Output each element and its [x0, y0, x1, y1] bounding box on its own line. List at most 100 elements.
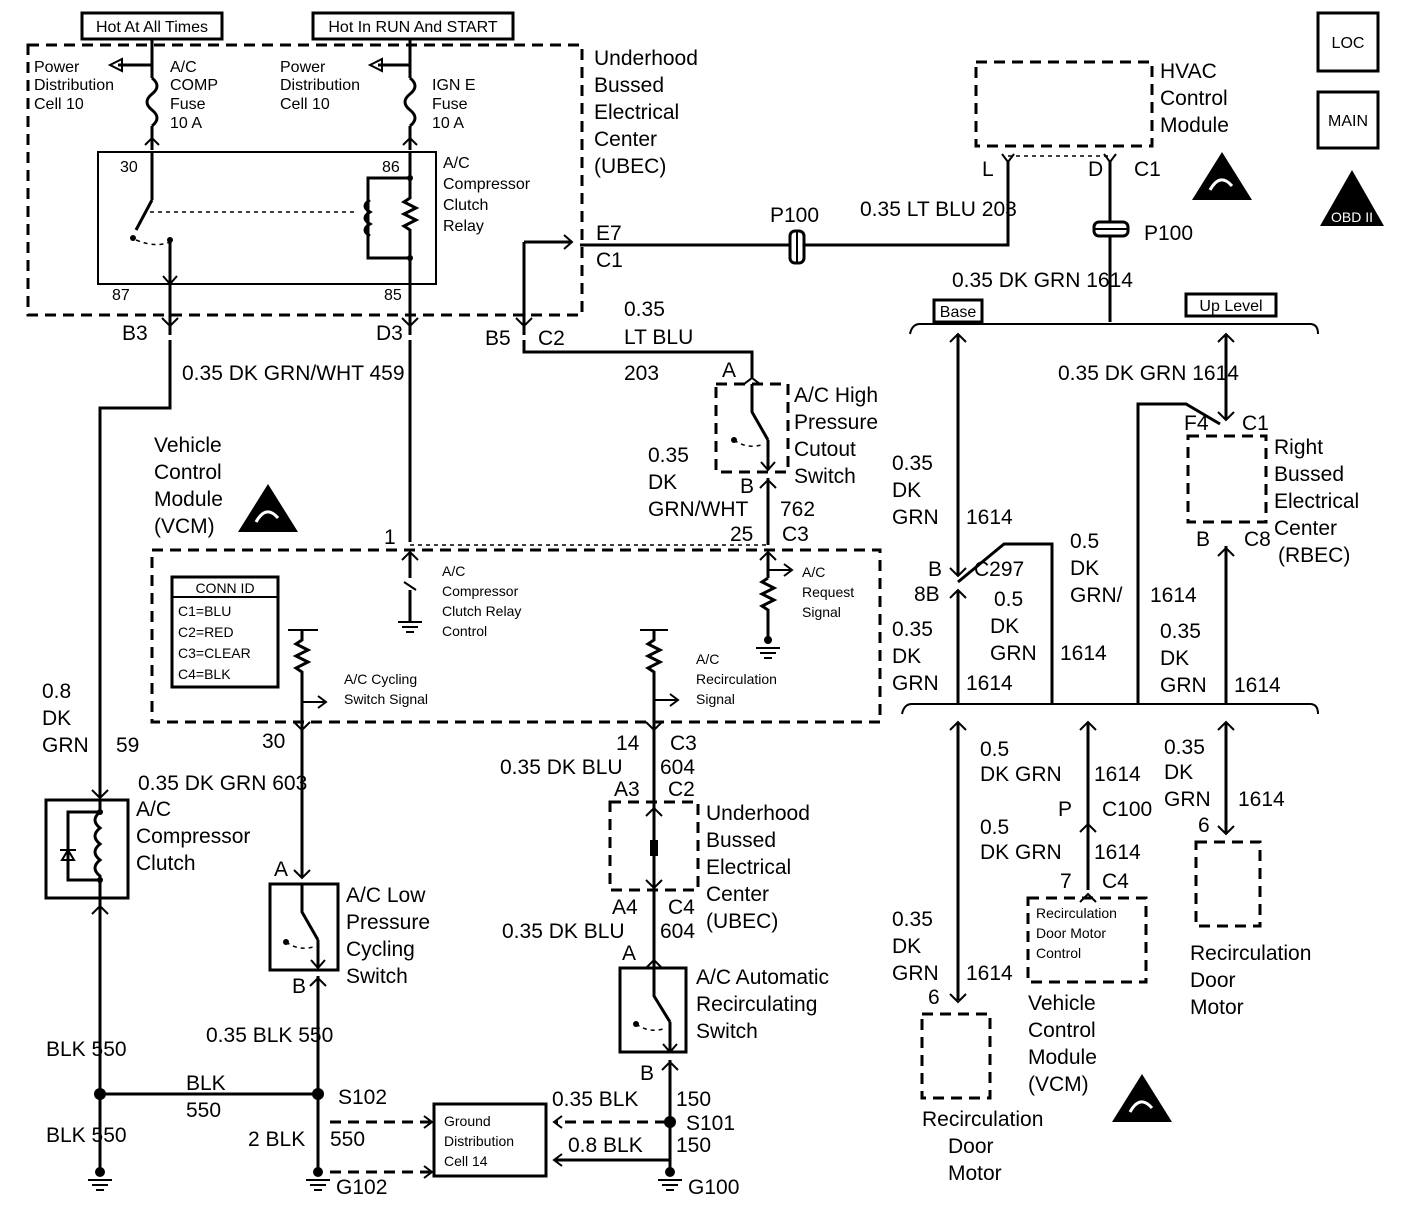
ground-left [88, 1167, 112, 1191]
svg-text:GRN/: GRN/ [1070, 584, 1123, 607]
svg-text:A: A [274, 858, 288, 881]
svg-text:604: 604 [660, 756, 695, 779]
hvac-control-module [974, 60, 1154, 148]
svg-text:1614: 1614 [1234, 674, 1281, 697]
svg-text:0.35 DK GRN 1614: 0.35 DK GRN 1614 [1058, 362, 1239, 385]
svg-text:Bussed: Bussed [1274, 463, 1344, 486]
svg-text:Control: Control [1160, 87, 1228, 110]
svg-text:DK: DK [892, 645, 921, 668]
esd-warning-icon-hvac [1192, 152, 1252, 200]
svg-text:2 BLK: 2 BLK [248, 1128, 305, 1151]
svg-text:C1: C1 [1134, 158, 1161, 181]
svg-text:Control: Control [442, 623, 487, 639]
svg-text:Door: Door [1190, 969, 1236, 992]
svg-text:0.35: 0.35 [648, 444, 689, 467]
svg-text:0.35: 0.35 [1164, 736, 1205, 759]
svg-text:C4: C4 [668, 896, 695, 919]
recirc-door-motor-control [1026, 896, 1148, 984]
svg-text:C3: C3 [670, 732, 697, 755]
svg-text:L: L [982, 158, 994, 181]
svg-text:G102: G102 [336, 1176, 387, 1199]
svg-text:0.35: 0.35 [892, 908, 933, 931]
svg-text:C2: C2 [538, 327, 565, 350]
svg-text:DK: DK [1070, 557, 1099, 580]
p100-connector-right [1092, 220, 1130, 238]
svg-text:OBD II: OBD II [1331, 209, 1373, 225]
svg-text:150: 150 [676, 1134, 711, 1157]
hot-in-run-tag: Hot In RUN And START [311, 11, 515, 41]
svg-text:0.35 DK GRN 603: 0.35 DK GRN 603 [138, 772, 307, 795]
svg-text:Recirculating: Recirculating [696, 993, 817, 1016]
svg-text:C2: C2 [668, 778, 695, 801]
svg-text:0.35 BLK 550: 0.35 BLK 550 [206, 1024, 333, 1047]
svg-text:GRN: GRN [1160, 674, 1207, 697]
svg-text:Door Motor: Door Motor [1036, 925, 1106, 941]
svg-text:25: 25 [730, 523, 753, 546]
svg-text:A/C: A/C [170, 59, 197, 76]
svg-text:87: 87 [112, 287, 130, 304]
svg-text:C1=BLU: C1=BLU [178, 603, 231, 619]
svg-text:0.35 LT BLU 203: 0.35 LT BLU 203 [860, 198, 1017, 221]
svg-text:DK: DK [42, 707, 71, 730]
svg-text:IGN E: IGN E [432, 77, 476, 94]
obd-ii-icon: OBD II [1320, 170, 1384, 226]
svg-text:0.35 DK BLU: 0.35 DK BLU [502, 920, 625, 943]
svg-text:Clutch Relay: Clutch Relay [442, 603, 521, 619]
svg-text:Switch Signal: Switch Signal [344, 691, 428, 707]
svg-text:A/C: A/C [802, 564, 825, 580]
svg-text:Pressure: Pressure [346, 911, 430, 934]
svg-text:LT BLU: LT BLU [624, 326, 693, 349]
svg-text:Center: Center [594, 128, 657, 151]
svg-text:Electrical: Electrical [594, 101, 679, 124]
svg-text:BLK 550: BLK 550 [46, 1038, 127, 1061]
svg-text:Base: Base [940, 304, 977, 321]
svg-text:0.35: 0.35 [1160, 620, 1201, 643]
svg-text:GRN: GRN [892, 672, 939, 695]
svg-text:Vehicle: Vehicle [154, 434, 222, 457]
svg-text:Pressure: Pressure [794, 411, 878, 434]
svg-text:762: 762 [780, 498, 815, 521]
svg-text:Cutout: Cutout [794, 438, 856, 461]
svg-text:CONN ID: CONN ID [195, 580, 254, 596]
svg-text:1614: 1614 [1060, 642, 1107, 665]
svg-text:Cell 10: Cell 10 [280, 96, 330, 113]
svg-text:0.35: 0.35 [892, 452, 933, 475]
svg-text:1614: 1614 [1094, 763, 1141, 786]
svg-text:Recirculation: Recirculation [1190, 942, 1311, 965]
svg-text:C4=BLK: C4=BLK [178, 666, 231, 682]
svg-text:Signal: Signal [802, 604, 841, 620]
svg-text:D3: D3 [376, 322, 403, 345]
svg-text:1614: 1614 [1150, 584, 1197, 607]
svg-text:DK: DK [990, 615, 1019, 638]
svg-text:MAIN: MAIN [1328, 113, 1368, 130]
svg-text:A4: A4 [612, 896, 638, 919]
svg-text:COMP: COMP [170, 77, 218, 94]
svg-text:1614: 1614 [966, 962, 1013, 985]
svg-text:Distribution: Distribution [280, 77, 360, 94]
svg-text:Bussed: Bussed [594, 74, 664, 97]
svg-text:30: 30 [262, 730, 285, 753]
svg-text:10 A: 10 A [432, 115, 464, 132]
svg-text:Control: Control [1028, 1019, 1096, 1042]
svg-text:A/C Cycling: A/C Cycling [344, 671, 417, 687]
svg-text:GRN/WHT: GRN/WHT [648, 498, 748, 521]
request-signal-resistor [756, 552, 794, 659]
svg-text:C1: C1 [596, 249, 623, 272]
svg-text:GRN: GRN [892, 506, 939, 529]
svg-text:C8: C8 [1244, 528, 1271, 551]
svg-text:DK: DK [1160, 647, 1189, 670]
svg-text:6: 6 [928, 986, 940, 1009]
svg-text:0.35 DK GRN/WHT 459: 0.35 DK GRN/WHT 459 [182, 362, 405, 385]
svg-text:Cell 14: Cell 14 [444, 1153, 488, 1169]
svg-text:1614: 1614 [966, 672, 1013, 695]
svg-text:Switch: Switch [346, 965, 408, 988]
svg-text:Recirculation: Recirculation [696, 671, 777, 687]
svg-text:Electrical: Electrical [706, 856, 791, 879]
svg-text:P: P [1058, 798, 1072, 821]
svg-text:(VCM): (VCM) [154, 515, 215, 538]
svg-text:A3: A3 [614, 778, 640, 801]
svg-text:BLK: BLK [186, 1072, 226, 1095]
conn-id-table: CONN ID C1=BLU C2=RED C3=CLEAR C4=BLK [170, 575, 280, 689]
svg-text:86: 86 [382, 159, 400, 176]
svg-text:0.5: 0.5 [1070, 530, 1099, 553]
